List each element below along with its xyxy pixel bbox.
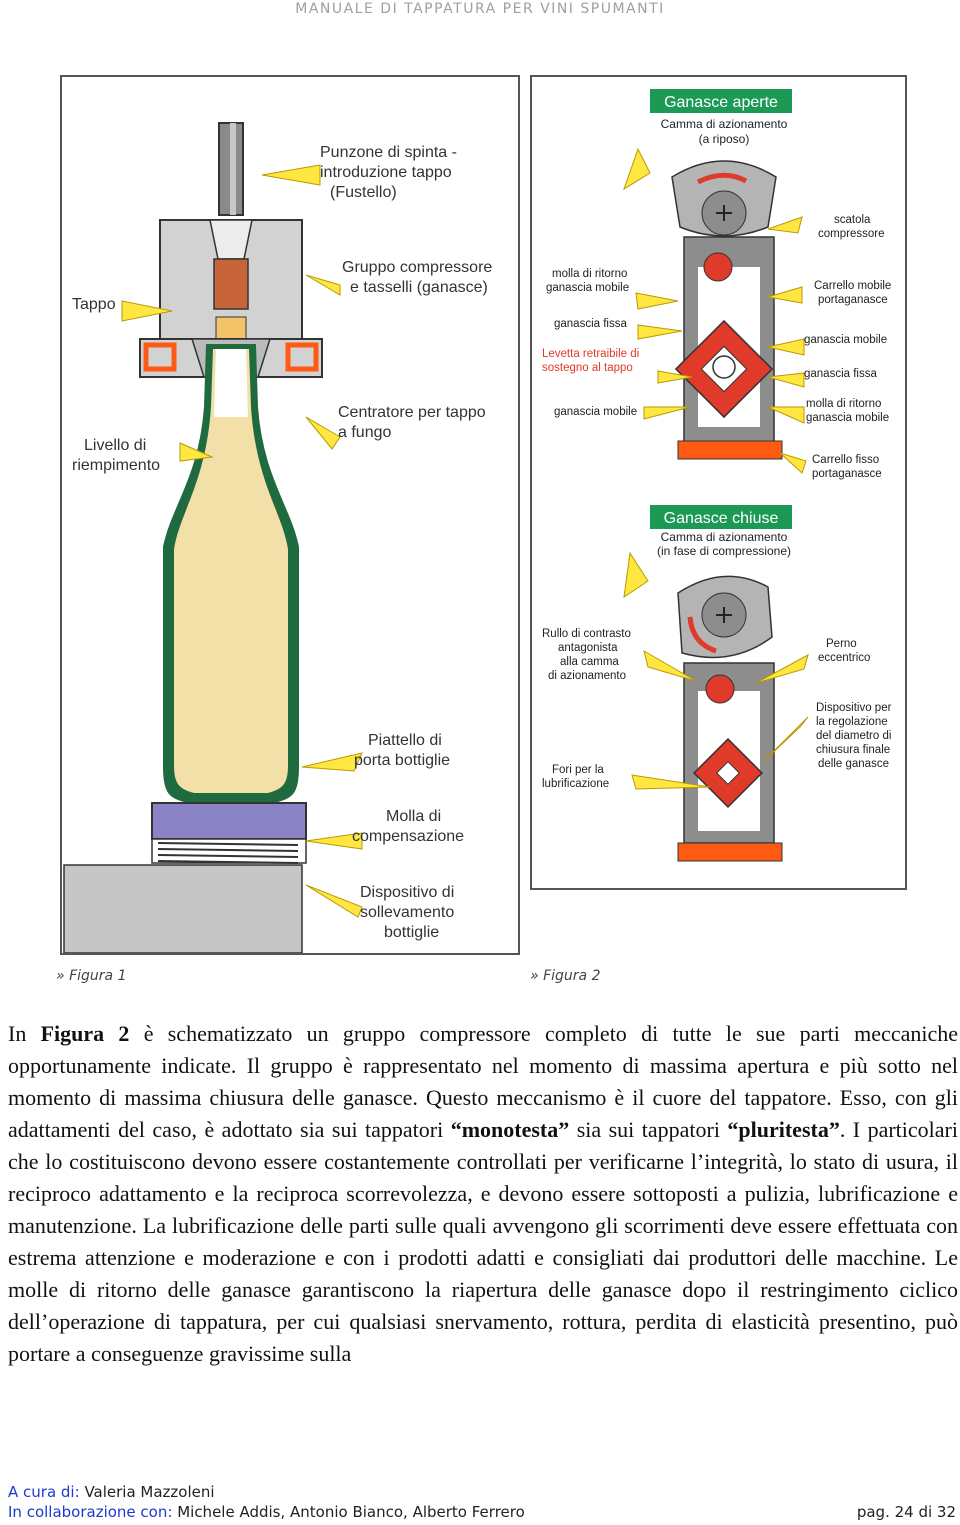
label-molla-ritorno-r-1: molla di ritorno [806,398,881,410]
body-pluritesta: “pluritesta” [727,1117,840,1142]
label-centratore-2: a fungo [338,424,391,441]
footer-author: A cura di: Valeria Mazzoleni [8,1483,215,1501]
label-molla-2: compensazione [352,828,464,845]
figure-2-diagram: Ganasce aperte Camma di azionamento (a r… [542,89,892,862]
aperte-title: Ganasce aperte [664,94,778,111]
figure-1-diagram: Punzone di spinta - introduzione tappo (… [63,122,492,954]
label-rullo-3: alla camma [560,656,619,668]
body-text-2: è schematizzato un gruppo compressore co… [8,1021,958,1142]
label-perno-2: eccentrico [818,652,870,664]
cork [213,258,249,310]
label-ganascia-mobile-r: ganascia mobile [804,334,887,346]
body-paragraph: In Figura 2 è schematizzato un gruppo co… [8,1018,958,1370]
label-rullo-2: antagonista [558,642,618,654]
label-scatola-1: scatola [834,214,871,226]
label-tappo: Tappo [72,296,116,313]
label-molla-ritorno-r-2: ganascia mobile [806,412,889,424]
footer-collab-label: In collaborazione con: [8,1503,173,1521]
figure-2-caption: » Figura 2 [530,968,601,984]
chiuse-title: Ganasce chiuse [664,510,779,527]
label-dispositivo-2: sollevamento [360,904,454,921]
chiuse-title-bg [650,505,792,529]
label-livello-1: Livello di [84,437,146,454]
label-molla-ritorno-l-2: ganascia mobile [546,282,629,294]
label-scatola-2: compressore [818,228,884,240]
label-piattello-1: Piattello di [368,732,442,749]
body-text-3: sia sui tappatori [569,1117,728,1142]
label-rullo-1: Rullo di contrasto [542,628,631,640]
page-number: pag. 24 di 32 [856,1503,956,1521]
figure-2-frame: Ganasce aperte Camma di azionamento (a r… [530,75,907,890]
label-levetta-2: sostegno al tappo [542,362,633,374]
label-perno-1: Perno [826,638,857,650]
wine-fill [174,349,288,793]
label-livello-2: riempimento [72,457,160,474]
aperte-title-bg [650,89,792,113]
label-carrello-fisso-1: Carrello fisso [812,454,879,466]
footer-cura-label: A cura di: [8,1483,80,1501]
gear-closed [705,674,735,704]
label-punzone-1: Punzone di spinta - [320,144,457,161]
label-molla-ritorno-l-1: molla di ritorno [552,268,627,280]
label-gruppo-1: Gruppo compressore [342,259,492,276]
label-punzone-3: (Fustello) [330,184,397,201]
label-dispositivo-reg-3: del diametro di [816,730,891,742]
chiuse-base [677,842,783,862]
label-dispositivo-reg-1: Dispositivo per [816,702,892,714]
body-figura-ref: Figura 2 [40,1021,130,1046]
label-dispositivo-reg-4: chiusura finale [816,744,890,756]
label-ganascia-fissa-r: ganascia fissa [804,368,877,380]
aperte-base [677,440,783,460]
label-levetta-1: Levetta retraibile di [542,348,639,360]
label-carrello-mobile-1: Carrello mobile [814,280,891,292]
body-text-1: In [8,1021,41,1046]
label-centratore-1: Centratore per tappo [338,404,486,421]
body-text-4: . I particolari che lo costituiscono dev… [8,1117,958,1366]
figure-1-caption: » Figura 1 [56,968,127,984]
label-carrello-fisso-2: portaganasce [812,468,882,480]
label-dispositivo-reg-5: delle ganasce [818,758,889,770]
figure-1-frame: Punzone di spinta - introduzione tappo (… [60,75,520,955]
footer-cura-value: Valeria Mazzoleni [84,1483,215,1501]
bottle-plate [151,802,307,840]
footer-collab-value: Michele Addis, Antonio Bianco, Alberto F… [177,1503,525,1521]
spring [157,842,299,864]
label-dispositivo-reg-2: la regolazione [816,716,888,728]
chiuse-subtitle-1: Camma di azionamento [661,530,788,544]
gear-open [703,252,733,282]
page-header: MANUALE DI TAPPATURA PER VINI SPUMANTI [295,1,665,17]
footer-collab: In collaborazione con: Michele Addis, An… [8,1503,525,1521]
label-dispositivo-3: bottiglie [384,924,439,941]
chiuse-subtitle-2: (in fase di compressione) [657,544,791,558]
label-fori-2: lubrificazione [542,778,609,790]
label-ganascia-mobile-l: ganascia mobile [554,406,637,418]
label-dispositivo-1: Dispositivo di [360,884,454,901]
body-monotesta: “monotesta” [450,1117,570,1142]
label-gruppo-2: e tasselli (ganasce) [350,279,488,296]
label-rullo-4: di azionamento [548,670,626,682]
aperte-subtitle-2: (a riposo) [699,132,750,146]
label-carrello-mobile-2: portaganasce [818,294,888,306]
aperte-subtitle-1: Camma di azionamento [661,117,788,131]
label-piattello-2: porta bottiglie [354,752,450,769]
lift-device [63,864,303,954]
label-ganascia-fissa-l: ganascia fissa [554,318,627,330]
label-fori-1: Fori per la [552,764,604,776]
label-punzone-2: introduzione tappo [320,164,452,181]
label-molla-1: Molla di [386,808,441,825]
